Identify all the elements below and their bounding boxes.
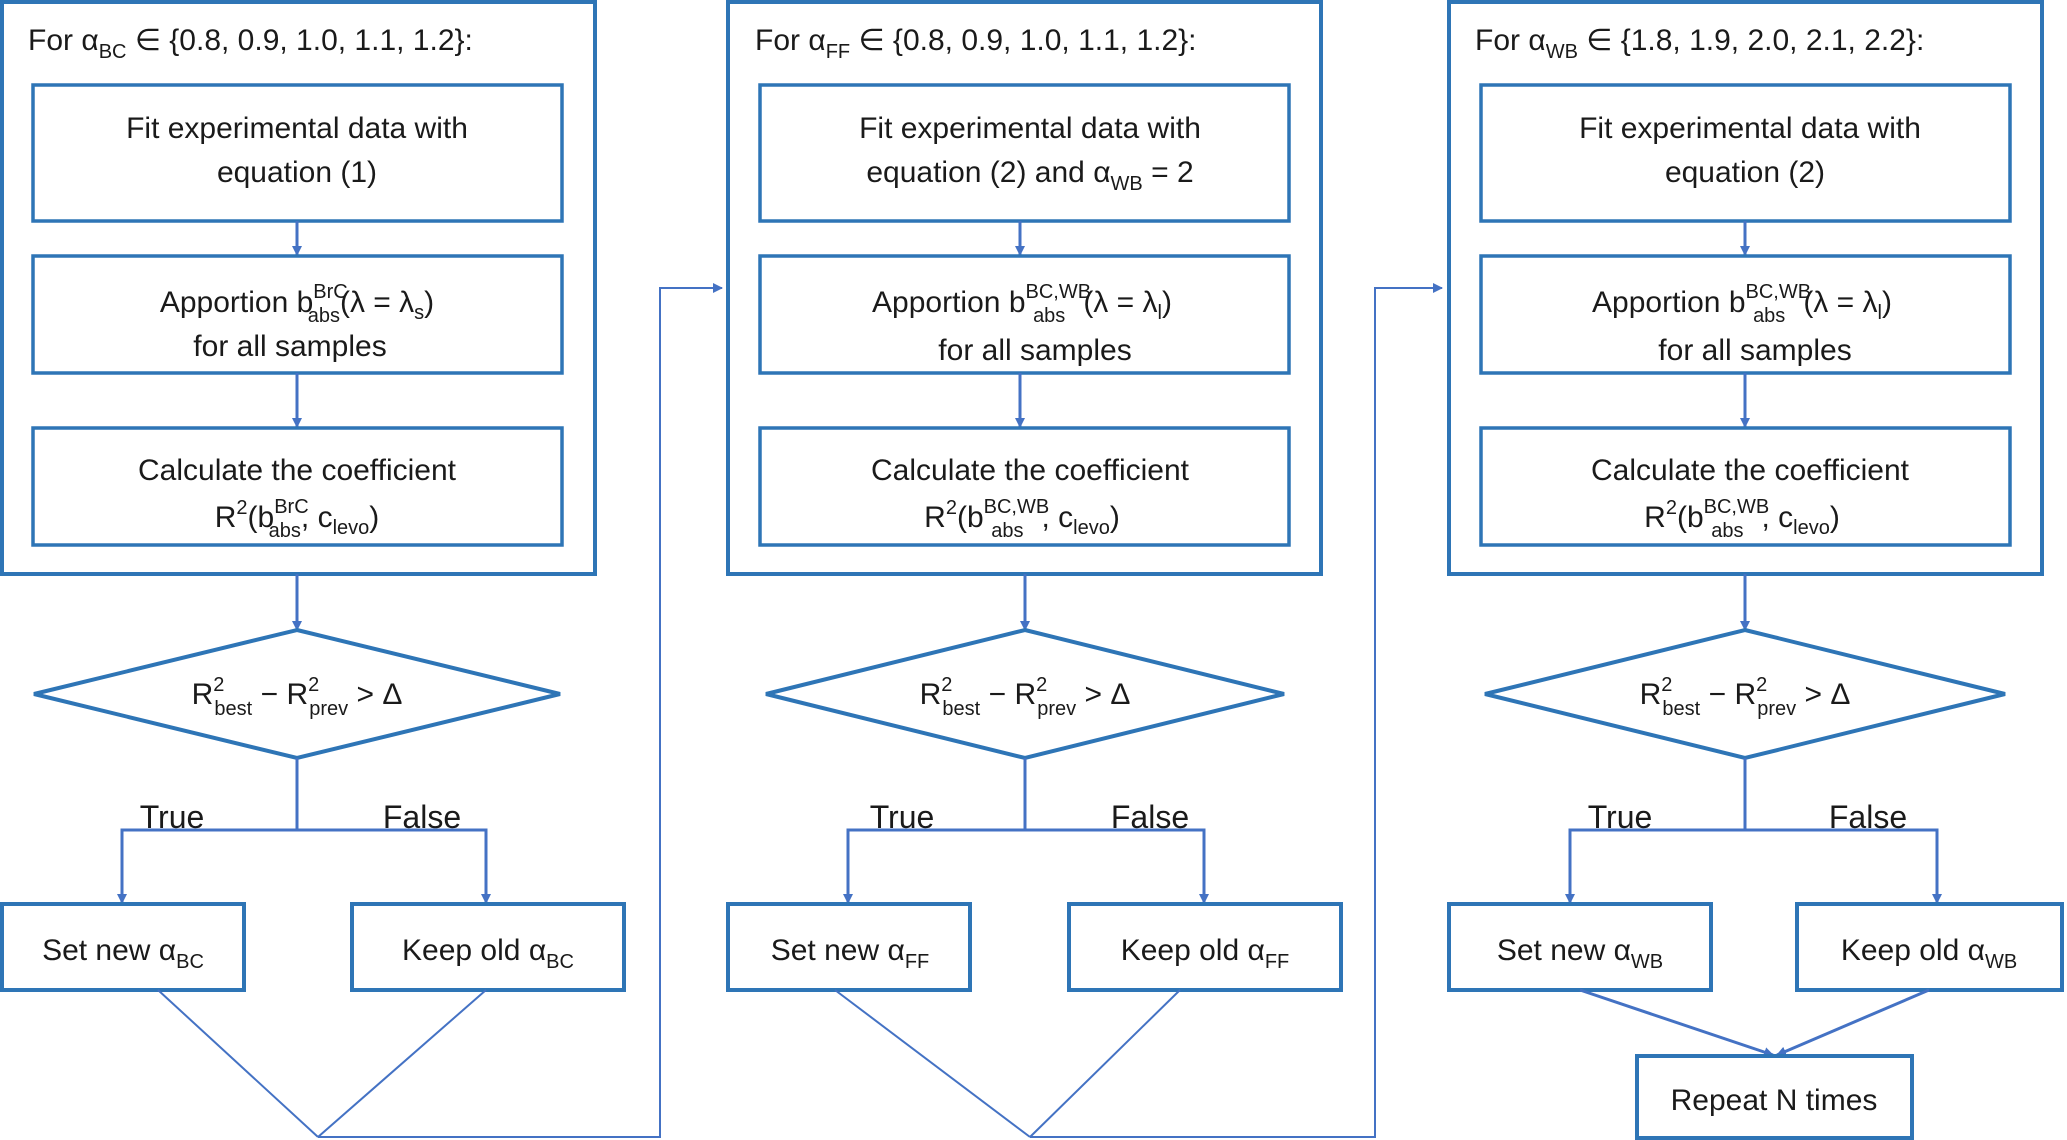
set-new-box [1447, 902, 1713, 992]
loop-header: For αBC ∈ {0.8, 0.9, 1.0, 1.1, 1.2}: [28, 24, 473, 63]
true-label: True [140, 799, 205, 835]
column-alpha-ff: For αFF ∈ {0.8, 0.9, 1.0, 1.1, 1.2}: Fit… [726, 0, 1343, 1138]
set-new-label: Set new αFF [771, 934, 930, 973]
merge-line-left [157, 989, 319, 1138]
false-label: False [383, 799, 461, 835]
fit-step-line2: equation (1) [217, 156, 377, 189]
fit-step-line2: equation (2) and αWB = 2 [866, 156, 1193, 195]
apportion-step-box [1479, 254, 2012, 375]
true-label: True [1588, 799, 1653, 835]
repeat-box [1635, 1054, 1914, 1140]
fit-step-line1: Fit experimental data with [1579, 112, 1921, 145]
false-label: False [1111, 799, 1189, 835]
apportion-step-line2: for all samples [1658, 334, 1851, 367]
merge-line-right [317, 989, 487, 1138]
arrow-keep-to-repeat [1776, 988, 1930, 1057]
repeat-label: Repeat N times [1671, 1084, 1878, 1117]
branch-true-line [1565, 758, 1747, 904]
apportion-step-line2: for all samples [938, 334, 1131, 367]
set-new-label: Set new αWB [1497, 934, 1663, 973]
set-new-box [726, 902, 972, 992]
keep-old-label: Keep old αWB [1841, 934, 2017, 973]
fit-step-box [1479, 83, 2012, 223]
calc-step-line1: Calculate the coefficient [1591, 454, 1910, 487]
apportion-step-box [31, 254, 564, 375]
apportion-step-line2: for all samples [193, 330, 386, 363]
merge-line-left [834, 989, 1031, 1138]
column-alpha-wb: For αWB ∈ {1.8, 1.9, 2.0, 2.1, 2.2}: Fit… [1447, 0, 2064, 1140]
calc-step-box [31, 426, 564, 547]
connector-col1-to-col2 [318, 283, 723, 1138]
fit-step-line1: Fit experimental data with [859, 112, 1201, 145]
branch-true-line [117, 758, 299, 904]
false-label: False [1829, 799, 1907, 835]
fit-step-line1: Fit experimental data with [126, 112, 468, 145]
calc-step-box [758, 426, 1291, 547]
branch-false-line [1745, 828, 1942, 904]
calc-step-line1: Calculate the coefficient [138, 454, 457, 487]
branch-false-line [1025, 828, 1209, 904]
keep-old-label: Keep old αFF [1121, 934, 1290, 973]
arrow-set-to-repeat [1579, 988, 1774, 1057]
loop-header: For αWB ∈ {1.8, 1.9, 2.0, 2.1, 2.2}: [1475, 24, 1924, 63]
fit-step-box [31, 83, 564, 223]
set-new-box [0, 902, 246, 992]
set-new-label: Set new αBC [42, 934, 204, 973]
column-alpha-bc: For αBC ∈ {0.8, 0.9, 1.0, 1.1, 1.2}: Fit… [0, 0, 626, 1138]
fit-step-line2: equation (2) [1665, 156, 1825, 189]
keep-old-box [1067, 902, 1343, 992]
keep-old-box [1795, 902, 2064, 992]
merge-line-right [1029, 989, 1181, 1138]
branch-false-line [297, 828, 491, 904]
true-label: True [870, 799, 935, 835]
keep-old-label: Keep old αBC [402, 934, 574, 973]
fit-step-box [758, 83, 1291, 223]
calc-step-line1: Calculate the coefficient [871, 454, 1190, 487]
loop-header: For αFF ∈ {0.8, 0.9, 1.0, 1.1, 1.2}: [755, 24, 1197, 63]
connector-col2-to-col3 [1030, 283, 1443, 1138]
branch-true-line [843, 758, 1027, 904]
keep-old-box [350, 902, 626, 992]
apportion-step-box [758, 254, 1291, 375]
calc-step-box [1479, 426, 2012, 547]
